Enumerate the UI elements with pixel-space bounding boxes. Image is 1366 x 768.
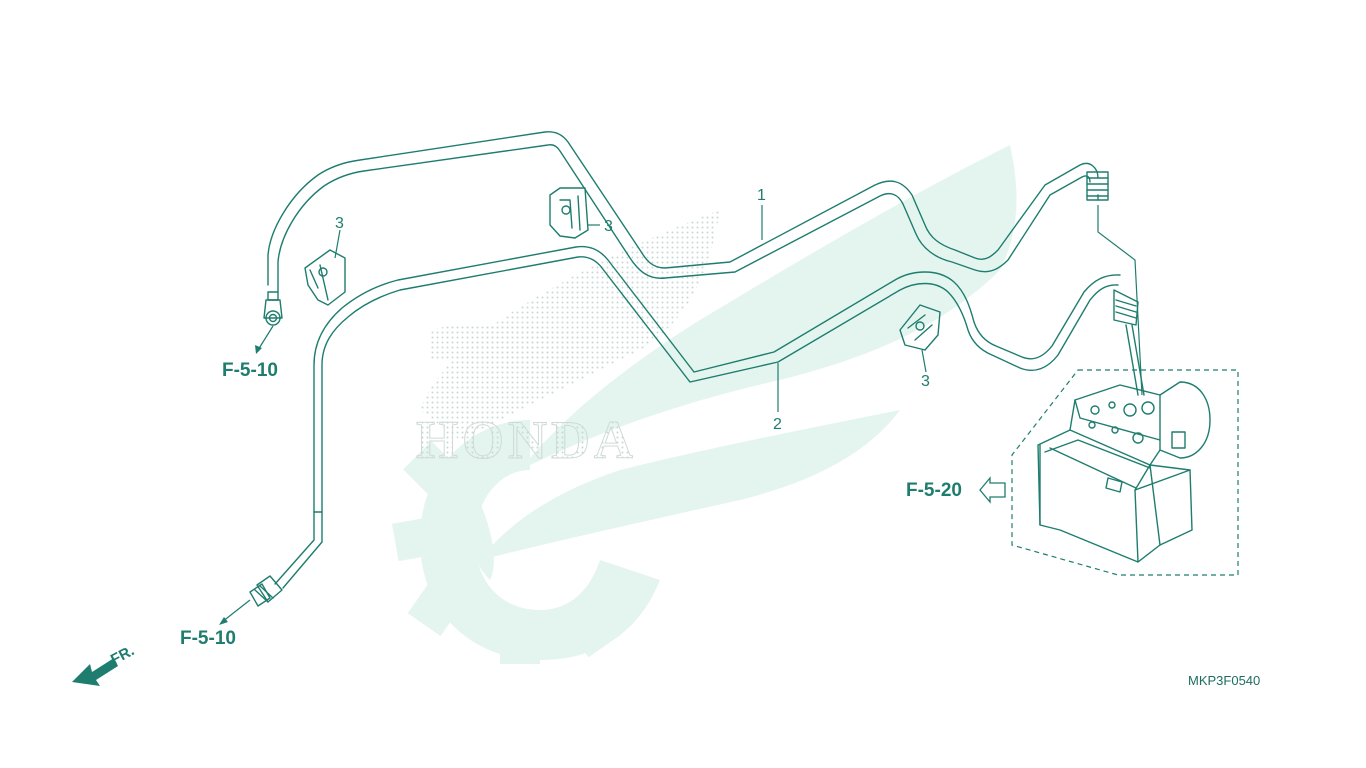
leader-lines [221, 205, 1143, 623]
reference-link-f-5-20[interactable]: F-5-20 [906, 480, 962, 501]
reference-link-f-5-10-upper[interactable]: F-5-10 [222, 360, 278, 381]
gear-icon [392, 420, 660, 664]
flare-nut-mid-right [1113, 289, 1139, 326]
flare-nut-upper-left [263, 291, 283, 326]
pipe-clamp-3c [899, 304, 941, 351]
abs-modulator [1037, 381, 1211, 563]
wing-icon [459, 145, 1017, 580]
leader-arrows [219, 345, 262, 625]
part-number-1[interactable]: 1 [757, 187, 766, 204]
part-number-3-right[interactable]: 3 [921, 373, 930, 390]
honda-watermark: HONDA [392, 145, 1017, 664]
flare-nut-lower-left [249, 575, 283, 607]
part-number-3-middle[interactable]: 3 [604, 218, 613, 235]
front-direction-arrow-icon: FR. [72, 642, 137, 686]
brake-pipes [249, 131, 1211, 607]
pipe-clamp-3a [304, 249, 346, 306]
reference-link-f-5-10-lower[interactable]: F-5-10 [180, 628, 236, 649]
brake-pipe-2 [274, 245, 1121, 589]
reference-arrow-icon [979, 476, 1006, 504]
part-number-3-left[interactable]: 3 [335, 215, 344, 232]
drawing-code: MKP3F0540 [1188, 673, 1260, 688]
flare-nut-top-right [1086, 171, 1109, 201]
pipe-clamp-3b [549, 187, 589, 239]
wing-dots [420, 210, 720, 440]
part-number-2[interactable]: 2 [773, 416, 782, 433]
abs-modulator-boundary [1011, 369, 1239, 576]
honda-watermark-text: HONDA [416, 410, 637, 470]
